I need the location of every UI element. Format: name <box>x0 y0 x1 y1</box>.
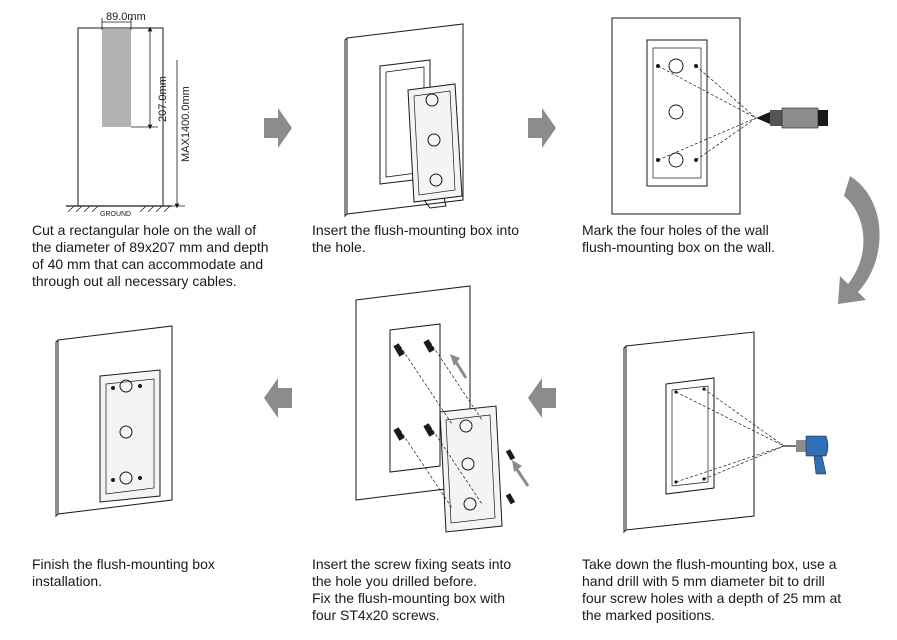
caption-line: the hole. <box>312 239 366 255</box>
caption-line: Cut a rectangular hole on the wall of <box>32 222 257 238</box>
step6-finished-illustration <box>55 325 173 518</box>
step2-insert-illustration <box>344 23 464 218</box>
caption-line: the marked positions. <box>582 607 716 623</box>
step5-caption: Insert the screw fixing seats into the h… <box>312 556 562 624</box>
caption-line: the diameter of 89x207 mm and depth <box>32 239 269 255</box>
caption-line: Insert the flush-mounting box into <box>312 222 520 238</box>
caption-line: Take down the flush-mounting box, use a <box>582 556 837 572</box>
caption-line: four screw holes with a depth of 25 mm a… <box>582 590 842 606</box>
marker-pen-icon <box>756 107 828 129</box>
caption-line: Fix the flush-mounting box with <box>312 590 505 606</box>
arrow-left-icon <box>264 378 292 418</box>
step6-caption: Finish the flush-mounting box installati… <box>32 556 272 590</box>
step3-caption: Mark the four holes of the wall flush-mo… <box>582 222 882 256</box>
caption-line: installation. <box>32 573 103 589</box>
dim-height-label: 207.0mm <box>157 76 169 122</box>
hand-drill-icon <box>784 435 829 475</box>
cut-hole <box>102 29 131 127</box>
caption-line: hand drill with 5 mm diameter bit to dri… <box>582 573 825 589</box>
step4-drill-illustration <box>623 331 829 534</box>
step4-caption: Take down the flush-mounting box, use a … <box>582 556 882 624</box>
caption-line: flush-mounting box on the wall. <box>582 239 775 255</box>
caption-line: Finish the flush-mounting box <box>32 556 215 572</box>
arrow-right-icon <box>528 108 556 148</box>
caption-line: four ST4x20 screws. <box>312 607 440 623</box>
arrow-left-icon <box>528 378 556 418</box>
ground-label: GROUND <box>100 211 131 218</box>
dim-max-label: MAX1400.0mm <box>180 86 192 162</box>
caption-line: Mark the four holes of the wall <box>582 222 769 238</box>
step1-wall-illustration: 89.0mm 207.0mm MAX1400.0mm GROUND <box>66 11 192 218</box>
step3-mark-illustration <box>611 17 828 215</box>
caption-line: Insert the screw fixing seats into <box>312 556 512 572</box>
curved-arrow-down-icon <box>838 176 880 304</box>
step2-caption: Insert the flush-mounting box into the h… <box>312 222 562 256</box>
dim-width-label: 89.0mm <box>106 11 146 23</box>
arrow-right-icon <box>264 108 292 148</box>
step1-caption: Cut a rectangular hole on the wall of th… <box>32 222 272 290</box>
caption-line: through out all necessary cables. <box>32 273 237 289</box>
caption-line: of 40 mm that can accommodate and <box>32 256 264 272</box>
caption-line: the hole you drilled before. <box>312 573 477 589</box>
step5-screws-illustration <box>355 285 530 533</box>
